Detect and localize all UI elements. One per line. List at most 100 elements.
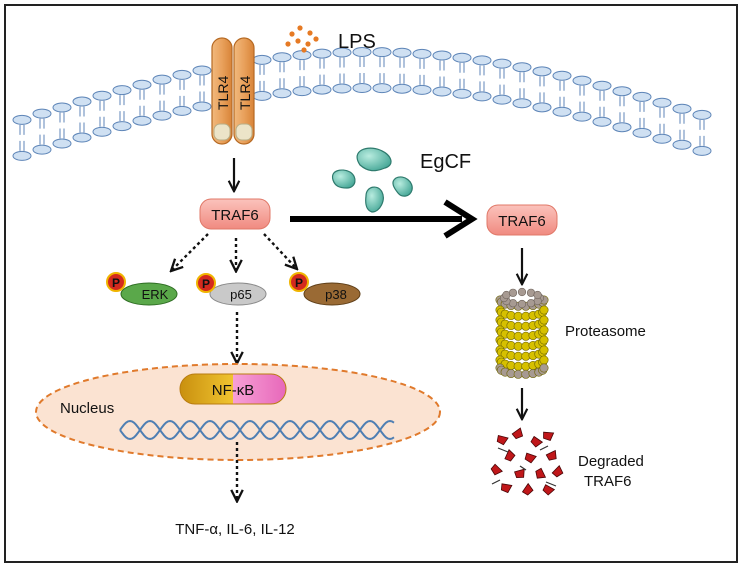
traf6-fragment bbox=[551, 465, 564, 478]
lipid-head bbox=[332, 83, 352, 94]
lipid-head bbox=[572, 111, 592, 122]
traf6-fragment bbox=[504, 448, 516, 462]
arrow-traf6-to-erk bbox=[172, 233, 209, 270]
lipid-head bbox=[132, 79, 152, 90]
egcf-blob-1 bbox=[356, 147, 392, 172]
lipid-head bbox=[172, 105, 192, 116]
traf6-fragment bbox=[543, 431, 555, 441]
lipid-head bbox=[552, 70, 572, 81]
fragment-piece bbox=[497, 447, 509, 453]
lipid-head bbox=[52, 138, 72, 149]
proteasome-bead bbox=[513, 361, 523, 371]
proteasome-bead bbox=[539, 305, 549, 315]
lps-dot bbox=[289, 31, 295, 37]
p65-oval bbox=[209, 282, 267, 306]
lipid-head bbox=[472, 55, 492, 66]
proteasome-bead bbox=[513, 341, 523, 351]
lipid-head bbox=[312, 48, 332, 59]
proteasome-bead bbox=[533, 290, 542, 300]
traf6-fragment bbox=[524, 452, 537, 464]
lipid-head bbox=[492, 58, 512, 69]
lipid-head bbox=[412, 84, 432, 95]
tlr4-right-subunit bbox=[233, 37, 255, 145]
lipid-head bbox=[312, 84, 332, 95]
degraded-label-line2: TRAF6 bbox=[584, 473, 632, 490]
lipid-head bbox=[152, 110, 172, 121]
lipid-head bbox=[452, 88, 472, 99]
fragment-piece bbox=[519, 465, 527, 471]
degraded-label-line1: Degraded bbox=[578, 453, 644, 470]
proteasome-bead bbox=[539, 363, 549, 373]
figure-frame bbox=[4, 4, 738, 563]
lipid-head bbox=[72, 132, 92, 143]
lipid-head bbox=[32, 144, 52, 155]
lipid-head bbox=[592, 80, 612, 91]
tlr4-right-tail bbox=[235, 123, 253, 141]
lipid-head bbox=[172, 69, 192, 80]
lipid-head bbox=[12, 114, 32, 125]
tlr4-left-subunit bbox=[211, 37, 233, 145]
erk-phospho-label: P bbox=[112, 276, 120, 290]
lipid-head bbox=[352, 83, 372, 94]
cytokines-label: TNF-α, IL-6, IL-12 bbox=[175, 521, 295, 538]
lipid-head bbox=[672, 139, 692, 150]
lipid-head bbox=[112, 85, 132, 96]
traf6-fragment bbox=[514, 468, 525, 479]
lipid-head bbox=[612, 86, 632, 97]
lipid-head bbox=[512, 98, 532, 109]
proteasome-bead bbox=[539, 325, 549, 335]
proteasome-bead bbox=[513, 311, 523, 321]
erk-phospho-icon bbox=[106, 272, 126, 292]
lipid-head bbox=[252, 90, 272, 101]
lipid-head bbox=[272, 88, 292, 99]
erk-oval bbox=[120, 282, 178, 306]
lipid-head bbox=[72, 96, 92, 107]
lipid-head bbox=[532, 66, 552, 77]
lipid-head bbox=[372, 47, 392, 58]
nfkb-complex bbox=[179, 373, 287, 405]
lipid-head bbox=[32, 108, 52, 119]
traf6-fragment bbox=[500, 483, 513, 494]
proteasome-bead bbox=[517, 287, 527, 297]
egcf-blob-4 bbox=[365, 186, 384, 213]
fragment-piece bbox=[491, 479, 501, 485]
lipid-head bbox=[652, 97, 672, 108]
lipid-head bbox=[272, 52, 292, 63]
lipid-head bbox=[392, 47, 412, 58]
lipid-head bbox=[652, 133, 672, 144]
lipid-head bbox=[592, 116, 612, 127]
lps-dot bbox=[301, 47, 307, 53]
lps-dot bbox=[307, 30, 313, 36]
proteasome-bead bbox=[508, 288, 518, 297]
proteasome-bead bbox=[513, 331, 523, 341]
erk-label: ERK bbox=[142, 287, 169, 302]
p65-label: p65 bbox=[230, 287, 252, 302]
lipid-head bbox=[512, 62, 532, 73]
proteasome-bead bbox=[513, 321, 523, 331]
proteasome-bead bbox=[539, 355, 549, 365]
lipid-head bbox=[52, 102, 72, 113]
egcf-blob-3 bbox=[392, 176, 413, 197]
lipid-head bbox=[112, 121, 132, 132]
proteasome-bead bbox=[539, 345, 549, 355]
lipid-head bbox=[452, 52, 472, 63]
traf6-fragment bbox=[490, 463, 503, 476]
fragment-piece bbox=[545, 481, 557, 487]
fragment-piece bbox=[539, 445, 549, 451]
lipid-head bbox=[332, 47, 352, 58]
lipid-head bbox=[192, 101, 212, 112]
egcf-particles bbox=[331, 147, 413, 213]
proteasome-icon bbox=[495, 287, 549, 379]
dna-strand bbox=[119, 419, 395, 441]
lipid-head bbox=[552, 106, 572, 117]
proteasome-bead bbox=[513, 351, 523, 361]
lipid-head bbox=[92, 126, 112, 137]
p65-phospho-icon bbox=[196, 273, 216, 293]
lps-dot bbox=[285, 41, 291, 47]
traf6-target-box bbox=[486, 204, 558, 236]
lipid-head bbox=[92, 90, 112, 101]
traf6-fragment bbox=[496, 434, 509, 446]
lipid-head bbox=[432, 86, 452, 97]
p65-phospho-label: P bbox=[202, 277, 210, 291]
traf6-target-label: TRAF6 bbox=[498, 213, 546, 230]
